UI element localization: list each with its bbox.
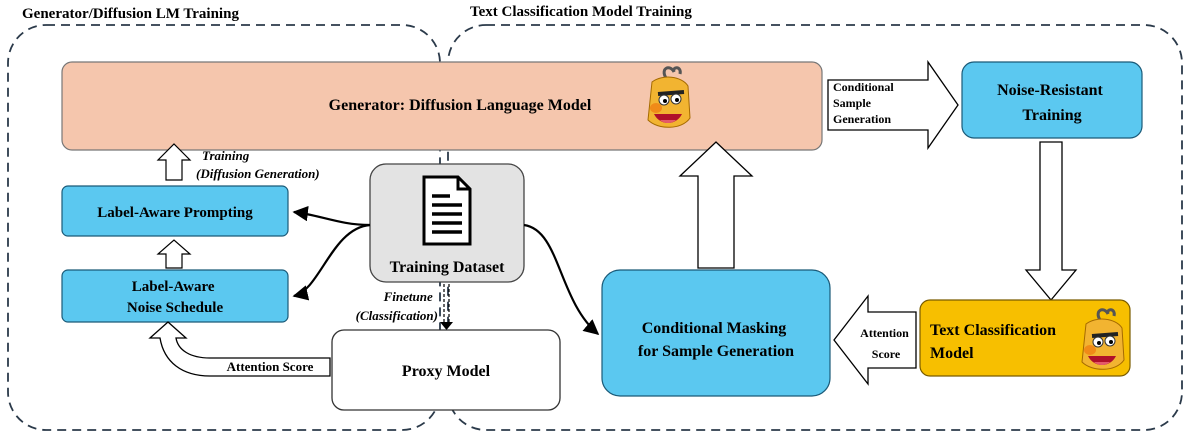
generator-box: [61, 61, 823, 151]
conditional-masking-label: Conditional Masking for Sample Generatio…: [638, 320, 794, 360]
text-classification-model-label: Text Classification Model: [930, 322, 1060, 362]
up-arrow-to-generator: [678, 141, 754, 269]
proxy-model-box: [331, 329, 561, 411]
finetune-label: Finetune (Classification): [356, 289, 438, 323]
down-arrow-to-classifier: [1024, 141, 1078, 302]
conditional-masking-box: [601, 269, 831, 397]
attention-score-right-label: Attention Score: [860, 326, 912, 361]
noise-resistant-training-box: [961, 61, 1143, 139]
attention-score-left-arrow: [148, 321, 331, 377]
dataset-to-masking-arrow: [523, 223, 600, 335]
left-region-outline: [7, 24, 441, 431]
conditional-generation-label: Conditional Sample Generation: [833, 80, 897, 126]
text-classification-model-box: [919, 299, 1131, 377]
attention-score-right-arrow: [833, 294, 917, 386]
attention-score-left-label: Attention Score: [227, 359, 314, 374]
label-aware-noise-schedule-label: Label-Aware Noise Schedule: [127, 279, 224, 316]
noise-resistant-training-label: Noise-Resistant Training: [997, 82, 1107, 124]
document-icon: [422, 175, 472, 246]
proxy-model-label: Proxy Model: [402, 363, 491, 380]
left-region-title: Generator/Diffusion LM Training: [22, 6, 239, 22]
label-aware-prompting-box: [61, 185, 289, 237]
generator-label: Generator: Diffusion Language Model: [329, 97, 592, 114]
dataset-to-prompting-arrow: [292, 205, 371, 227]
conditional-generation-arrow: [827, 59, 959, 151]
label-aware-noise-schedule-box: [61, 269, 289, 323]
label-aware-prompting-label: Label-Aware Prompting: [97, 205, 253, 221]
training-diffusion-label: Training (Diffusion Generation): [196, 148, 320, 181]
right-region-title: Text Classification Model Training: [470, 4, 692, 20]
noise-to-prompting-arrow: [156, 239, 192, 269]
training-dataset-label: Training Dataset: [390, 259, 505, 276]
dataset-to-noise-arrow: [292, 223, 371, 301]
training-up-arrow: [156, 143, 192, 181]
